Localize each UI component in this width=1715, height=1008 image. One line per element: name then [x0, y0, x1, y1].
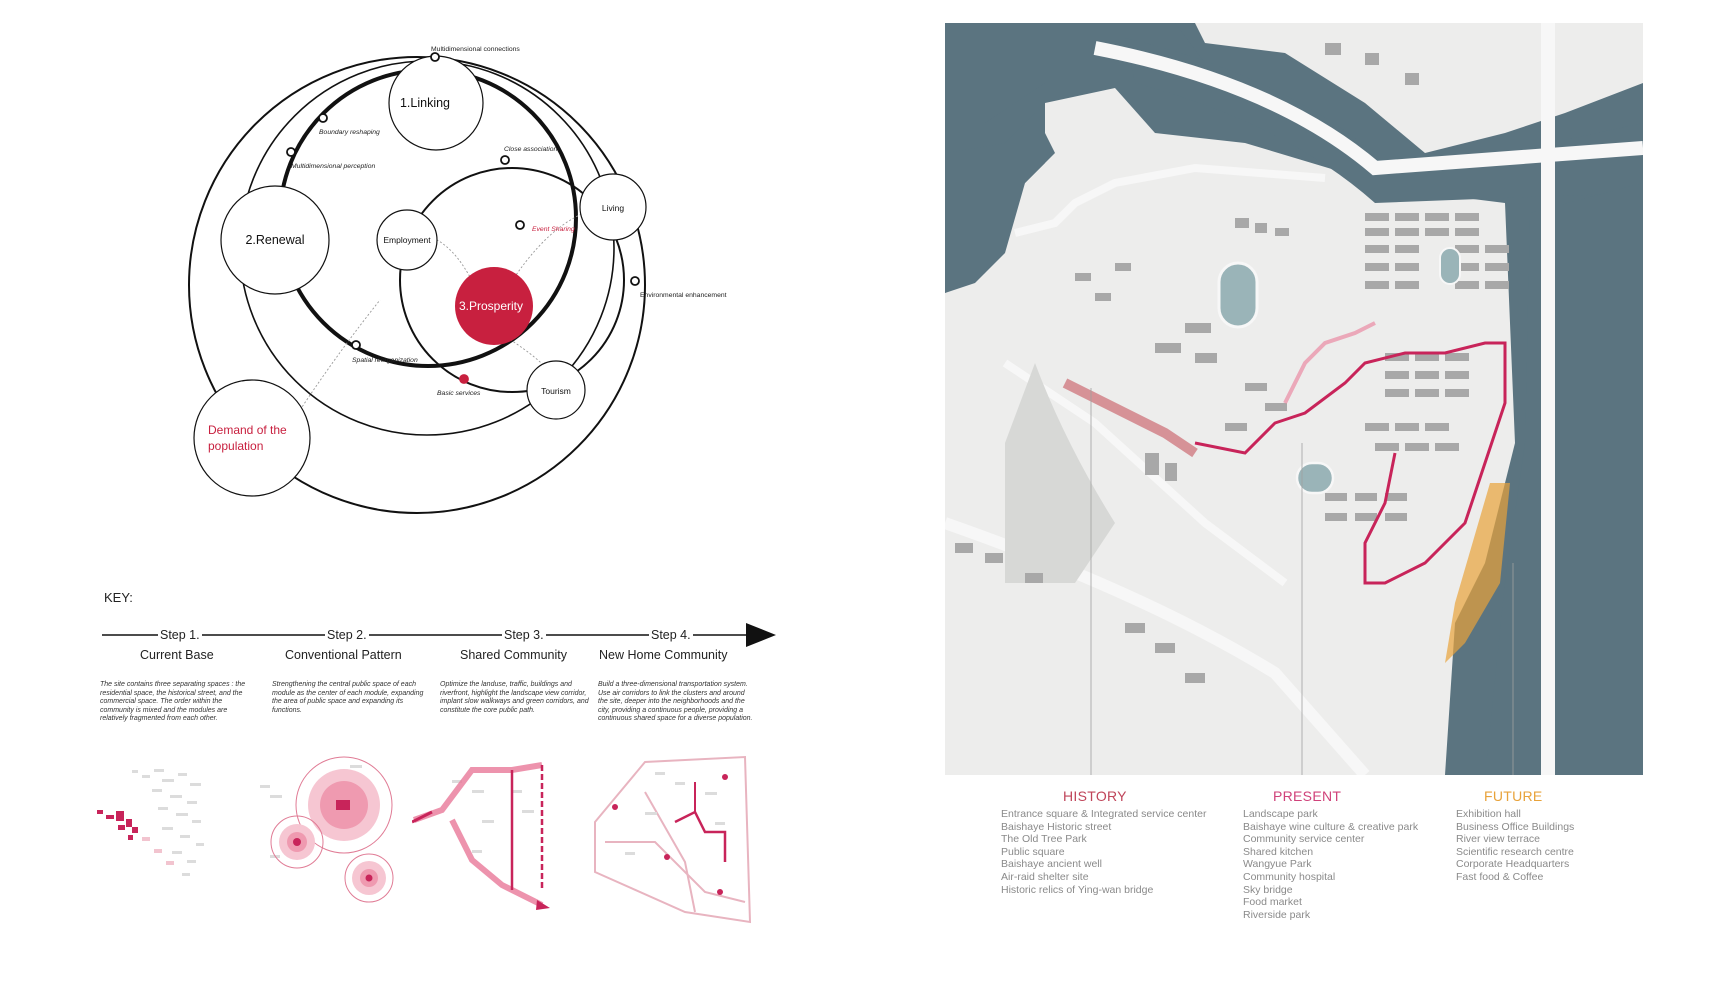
legend-present-item: Sky bridge: [1243, 883, 1293, 896]
linking-label: 1.Linking: [400, 96, 450, 110]
water-west: [945, 113, 1055, 293]
legend-present-item: Shared kitchen: [1243, 845, 1314, 858]
legend-present-item: Landscape park: [1243, 808, 1318, 820]
legend-present-item: Food market: [1243, 896, 1302, 909]
future-zone: [1445, 483, 1510, 663]
legend-history-item: Historic relics of Ying-wan bridge: [1001, 883, 1154, 896]
tourism-node: [526, 360, 586, 420]
step-3-title: Step 3.: [502, 628, 546, 642]
step-1-title: Step 1.: [158, 628, 202, 642]
land-north: [1195, 23, 1643, 153]
legend-future-title: FUTURE: [1484, 788, 1543, 804]
employment-label: Employment: [383, 235, 431, 245]
legend-history-item: Public square: [1001, 845, 1065, 858]
legend-history-title: HISTORY: [1063, 788, 1127, 804]
step-3-description: Optimize the landuse, traffic, buildings…: [440, 681, 589, 714]
road-inner: [1014, 163, 1326, 237]
legend-present-item: Community service center: [1243, 833, 1365, 846]
annotation-boundary-reshaping: Boundary reshaping: [319, 129, 380, 136]
legend-present-item: Riverside park: [1243, 908, 1311, 921]
road-southwest: [945, 517, 1370, 775]
route-main: [1194, 341, 1507, 585]
step-4-title: Step 4.: [649, 628, 693, 642]
legend-history-item: Air-raid shelter site: [1001, 870, 1089, 883]
dotted-connector: [299, 299, 381, 411]
legend-history: HISTORY Entrance square & Integrated ser…: [1001, 788, 1206, 896]
demand-label-line1: Demand of the: [208, 423, 287, 437]
key-timeline-arrow: [102, 623, 776, 647]
route-secondary: [1283, 321, 1376, 404]
annotation-spatial-reorganization: Spatial reorganization: [352, 357, 418, 364]
road-bridge: [1093, 41, 1643, 176]
legend-future-item: River view terrace: [1456, 833, 1541, 846]
legend-history-item: The Old Tree Park: [1001, 833, 1087, 846]
legend-future-item: Corporate Headquarters: [1456, 858, 1570, 871]
step-2-map: [260, 756, 394, 903]
renewal-label: 2.Renewal: [245, 233, 304, 247]
outer-ring: [188, 56, 646, 514]
sports-track: [1217, 261, 1259, 329]
legend-future-item: Exhibition hall: [1456, 808, 1521, 820]
dotted-connector: [513, 205, 613, 279]
building-blocks: [955, 43, 1509, 683]
step-4-description: Build a three-dimensional transportation…: [598, 681, 753, 723]
river-east: [1485, 183, 1643, 775]
tourism-label: Tourism: [541, 386, 571, 396]
sports-track-small: [1439, 247, 1461, 285]
step-4-map: [594, 755, 752, 924]
legend-present-item: Wangyue Park: [1243, 858, 1312, 871]
annotation-basic-services: Basic services: [437, 390, 481, 397]
junction-dots: [286, 52, 640, 384]
step-2-subtitle: Conventional Pattern: [285, 648, 402, 662]
step-2-title: Step 2.: [325, 628, 369, 642]
annotation-multidimensional-connections: Multidimensional connections: [431, 46, 520, 53]
living-label: Living: [602, 203, 624, 213]
legend-future-item: Business Office Buildings: [1456, 820, 1575, 833]
legend-history-item: Baishaye Historic street: [1001, 820, 1112, 833]
step-1-subtitle: Current Base: [140, 648, 214, 662]
annotation-environmental-enhancement: Environmental enhancement: [640, 292, 727, 299]
relationship-diagram: 1.Linking 2.Renewal Employment Living To…: [188, 46, 727, 514]
living-node: [579, 173, 647, 241]
legend-present-item: Baishaye wine culture & creative park: [1243, 820, 1419, 833]
step-1-description: The site contains three separating space…: [100, 681, 246, 723]
legend-future-item: Fast food & Coffee: [1456, 870, 1544, 883]
land-main: [945, 88, 1515, 775]
demand-node: [193, 379, 311, 497]
legend-present-title: PRESENT: [1273, 788, 1342, 804]
step-1-map: [97, 769, 204, 876]
site-map: [945, 23, 1643, 775]
step-2-description: Strengthening the central public space o…: [272, 681, 424, 714]
legend-present-item: Community hospital: [1243, 870, 1336, 883]
prosperity-label: 3.Prosperity: [459, 299, 523, 313]
sports-track-south: [1295, 461, 1335, 495]
historic-street: [1062, 378, 1198, 458]
legend-history-item: Entrance square & Integrated service cen…: [1001, 808, 1207, 820]
prosperity-node: [455, 267, 533, 345]
annotation-close-association: Close association: [504, 146, 557, 153]
demand-label-line2: population: [208, 439, 263, 453]
legend-history-item: Baishaye ancient well: [1001, 858, 1102, 871]
step-4-subtitle: New Home Community: [599, 648, 728, 662]
annotation-multidimensional-perception: Multidimensional perception: [291, 163, 375, 170]
step-3-subtitle: Shared Community: [460, 648, 567, 662]
prosperity-ring: [399, 167, 625, 393]
renewal-node: [220, 185, 330, 295]
employment-node: [376, 209, 438, 271]
step-3-map: [412, 762, 550, 910]
legend-future-item: Scientific research centre: [1456, 845, 1574, 858]
annotation-event-sharing: Event Sharing: [532, 226, 575, 233]
key-heading: KEY:: [104, 590, 133, 605]
